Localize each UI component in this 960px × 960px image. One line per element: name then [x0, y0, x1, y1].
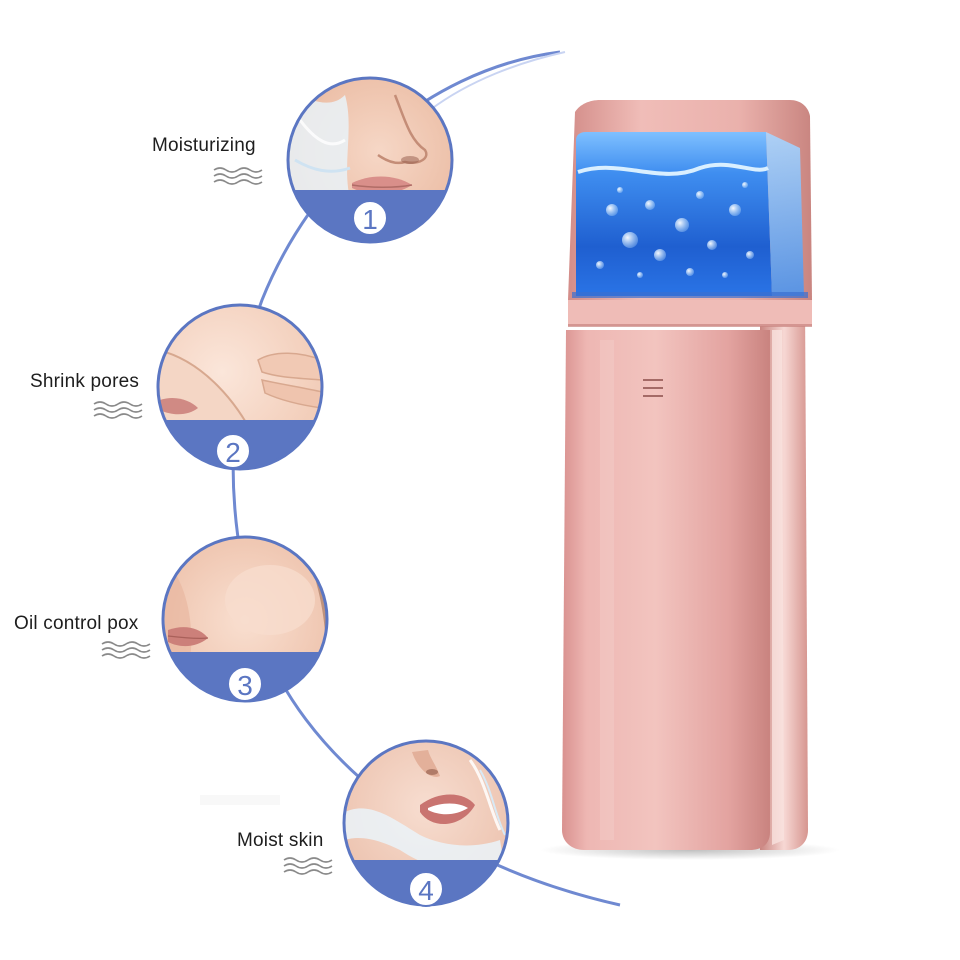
step-number-badge-3 — [227, 666, 263, 702]
step-number-3: 3 — [237, 670, 253, 701]
wave-icon — [213, 167, 263, 185]
step-number-badge-4 — [408, 871, 444, 907]
feature-label-oil-control-pox: Oil control pox — [14, 613, 139, 634]
feature-label-moisturizing: Moisturizing — [152, 135, 256, 156]
step-number-badge-2 — [215, 433, 251, 469]
wave-icon — [283, 857, 333, 875]
face-photo-1 — [288, 78, 452, 242]
step-number-4: 4 — [418, 875, 434, 906]
water-chamber — [576, 132, 772, 296]
step-number-1: 1 — [362, 204, 378, 235]
power-button — [643, 379, 663, 397]
step-number-2: 2 — [225, 437, 241, 468]
feature-label-shrink-pores: Shrink pores — [30, 371, 140, 392]
mist-sprayer-device — [540, 100, 840, 860]
wave-icon — [93, 401, 143, 419]
wave-icon — [101, 641, 151, 659]
feature-label-moist-skin: Moist skin — [237, 830, 324, 851]
step-number-badge-1 — [352, 200, 388, 236]
water-bubbles — [596, 182, 754, 278]
